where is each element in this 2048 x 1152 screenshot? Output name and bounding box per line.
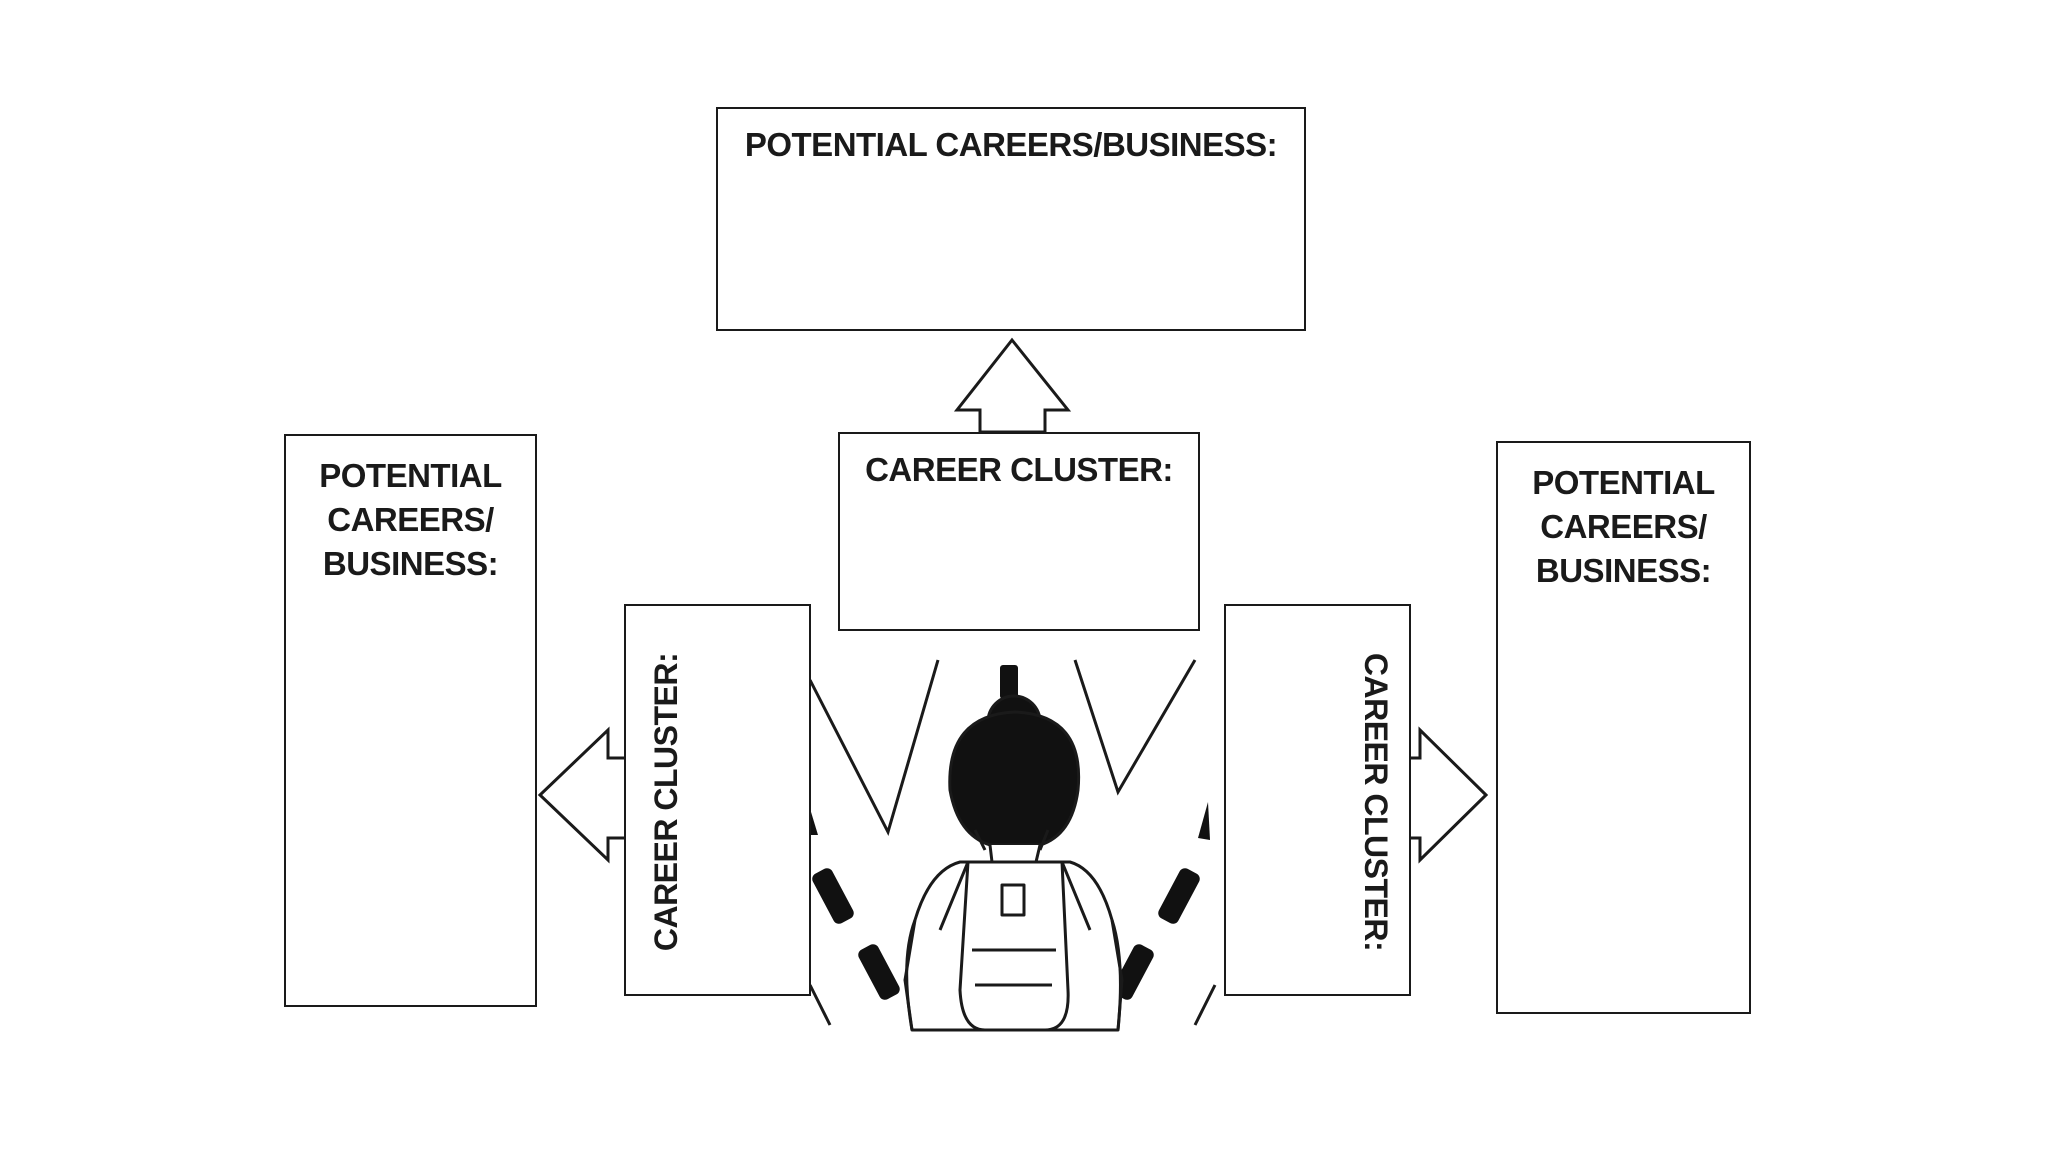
- left-potential-careers-label: POTENTIAL CAREERS/ BUSINESS:: [286, 454, 535, 586]
- student-figure: [903, 694, 1124, 1032]
- center-career-cluster-box: CAREER CLUSTER:: [838, 432, 1200, 631]
- left-label-line-3: BUSINESS:: [322, 545, 499, 582]
- left-career-cluster-label: CAREER CLUSTER:: [648, 652, 684, 952]
- left-arrow: [537, 726, 630, 864]
- left-potential-careers-box: POTENTIAL CAREERS/ BUSINESS:: [284, 434, 537, 1007]
- right-career-cluster-label: CAREER CLUSTER:: [1358, 652, 1394, 952]
- up-arrow: [953, 337, 1072, 434]
- left-career-cluster-box: CAREER CLUSTER:: [624, 604, 811, 996]
- right-potential-careers-label: POTENTIAL CAREERS/ BUSINESS:: [1498, 461, 1749, 593]
- right-arrow: [1403, 726, 1489, 864]
- left-label-line-2: CAREERS/: [327, 501, 494, 538]
- top-potential-careers-label: POTENTIAL CAREERS/BUSINESS:: [744, 126, 1278, 163]
- right-label-line-1: POTENTIAL: [1532, 464, 1715, 501]
- top-potential-careers-box: POTENTIAL CAREERS/BUSINESS:: [716, 107, 1306, 331]
- speed-lines: [808, 659, 1217, 1026]
- center-career-cluster-label: CAREER CLUSTER:: [865, 451, 1173, 488]
- right-label-line-2: CAREERS/: [1540, 508, 1707, 545]
- right-label-line-3: BUSINESS:: [1535, 552, 1712, 589]
- speed-dashes: [804, 665, 1210, 1000]
- left-label-line-1: POTENTIAL: [319, 457, 502, 494]
- right-potential-careers-box: POTENTIAL CAREERS/ BUSINESS:: [1496, 441, 1751, 1014]
- right-career-cluster-box: CAREER CLUSTER:: [1224, 604, 1411, 996]
